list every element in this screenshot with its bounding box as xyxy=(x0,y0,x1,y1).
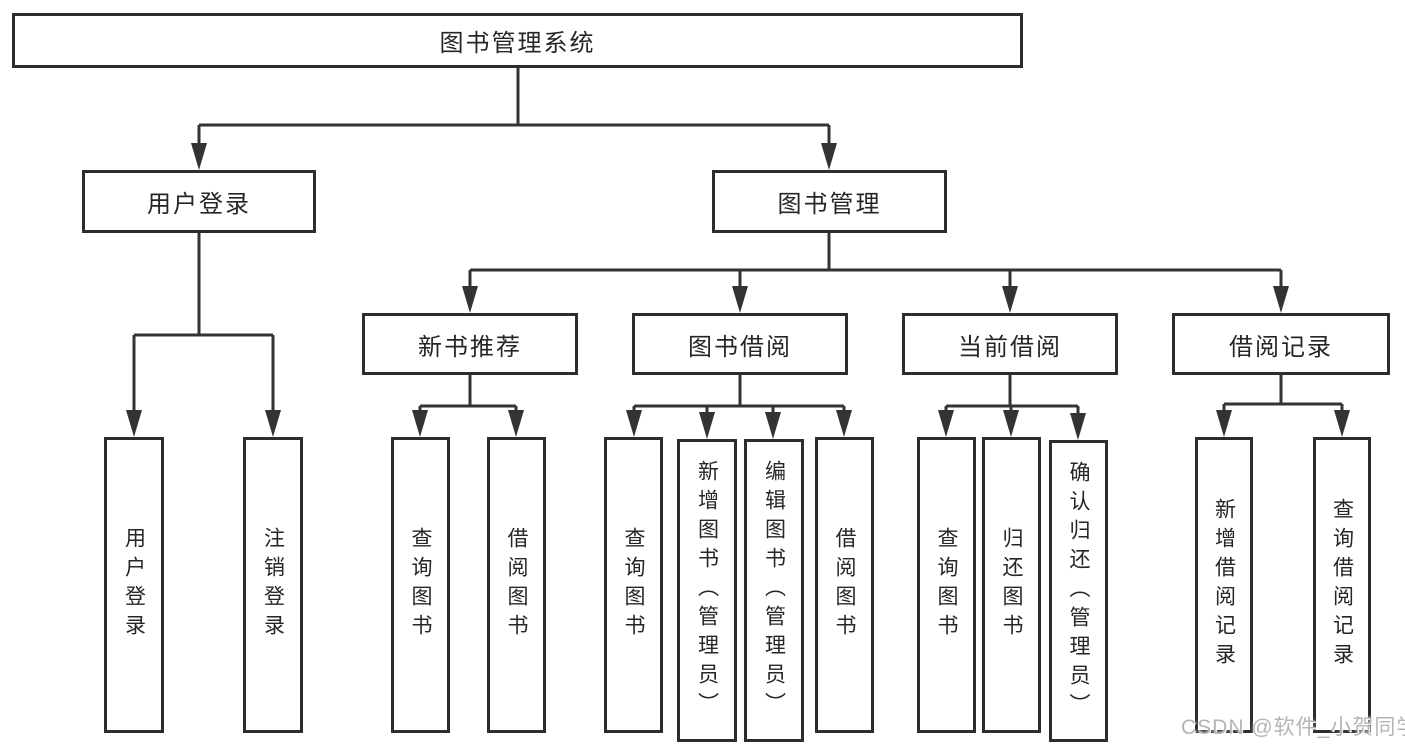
node-label: 当前借阅 xyxy=(958,333,1062,361)
node-label: 用户登录 xyxy=(122,527,146,643)
node-current-borrowing: 当前借阅 xyxy=(902,313,1118,375)
node-label: 用户登录 xyxy=(147,191,251,218)
node-book-management: 图书管理 xyxy=(712,170,947,233)
leaf-query-book-recommend: 查询图书 xyxy=(391,437,450,733)
leaf-add-book-admin: 新增图书（管理员） xyxy=(677,439,737,742)
leaf-confirm-return-admin: 确认归还（管理员） xyxy=(1049,440,1108,742)
node-label: 确认归还（管理员） xyxy=(1067,460,1090,722)
node-new-book-recommend: 新书推荐 xyxy=(362,313,578,375)
leaf-user-login: 用户登录 xyxy=(104,437,164,733)
node-label: 查询图书 xyxy=(622,527,645,643)
node-user-login: 用户登录 xyxy=(82,170,316,233)
leaf-borrow-book-recommend: 借阅图书 xyxy=(487,437,546,733)
node-label: 借阅图书 xyxy=(505,527,528,643)
leaf-query-book-borrowing: 查询图书 xyxy=(604,437,663,733)
node-label: 图书借阅 xyxy=(688,333,792,361)
leaf-logout: 注销登录 xyxy=(243,437,303,733)
node-label: 图书管理 xyxy=(777,191,882,218)
node-label: 新增借阅记录 xyxy=(1212,498,1236,672)
node-label: 新增图书（管理员） xyxy=(695,460,719,721)
node-label: 注销登录 xyxy=(261,527,285,643)
node-label: 查询图书 xyxy=(935,527,958,643)
node-label: 图书管理系统 xyxy=(439,30,596,57)
node-label: 查询借阅记录 xyxy=(1330,498,1354,672)
node-borrowing-records: 借阅记录 xyxy=(1172,313,1390,375)
node-label: 归还图书 xyxy=(1000,527,1023,643)
node-book-borrowing: 图书借阅 xyxy=(632,313,848,375)
leaf-edit-book-admin: 编辑图书（管理员） xyxy=(744,439,804,742)
leaf-borrow-book-borrowing: 借阅图书 xyxy=(815,437,874,733)
node-label: 编辑图书（管理员） xyxy=(762,460,786,721)
leaf-query-borrow-record: 查询借阅记录 xyxy=(1313,437,1371,733)
node-label: 借阅记录 xyxy=(1229,333,1333,361)
node-label: 查询图书 xyxy=(409,527,432,643)
leaf-add-borrow-record: 新增借阅记录 xyxy=(1195,437,1253,733)
leaf-return-book: 归还图书 xyxy=(982,437,1041,733)
node-label: 新书推荐 xyxy=(418,333,522,361)
node-library-management-system: 图书管理系统 xyxy=(12,13,1023,68)
node-label: 借阅图书 xyxy=(833,527,856,643)
leaf-query-book-current: 查询图书 xyxy=(917,437,976,733)
csdn-watermark: CSDN @软件_小贺同学 xyxy=(1181,716,1405,739)
